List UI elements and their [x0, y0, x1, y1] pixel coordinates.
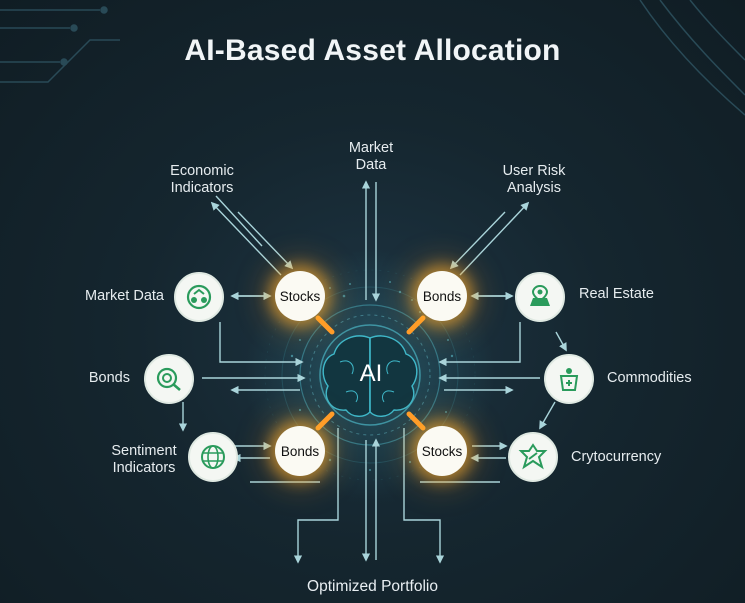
node-label-line: Indicators	[112, 460, 176, 476]
real-estate-icon	[530, 284, 550, 306]
asset-bonds-bottom: Bonds	[275, 426, 325, 476]
cryptocurrency-node	[508, 432, 558, 482]
page-title: AI-Based Asset Allocation	[184, 34, 561, 67]
input-user-risk-analysis: User Risk Analysis	[492, 163, 576, 197]
input-label-line: Indicators	[170, 180, 234, 196]
asset-bonds-top: Bonds	[417, 271, 467, 321]
sentiment-node	[188, 432, 238, 482]
market-data-icon	[186, 284, 212, 310]
input-label-line: Economic	[170, 163, 234, 179]
node-label-bonds: Bonds	[88, 370, 130, 386]
globe-icon	[201, 445, 225, 469]
node-label-market-data: Market Data	[85, 288, 164, 304]
asset-stocks-bottom: Stocks	[417, 426, 467, 476]
flow-arrows	[178, 180, 567, 564]
real-estate-node	[515, 272, 565, 322]
input-label-line: User Risk	[502, 163, 566, 179]
output-label: Optimized Portfolio	[307, 578, 438, 595]
asset-connectors	[315, 315, 426, 431]
node-label-cryptocurrency: Crytocurrency	[571, 449, 662, 465]
input-label-line: Data	[355, 157, 387, 173]
bonds-node	[144, 354, 194, 404]
input-market-data: Market Data	[332, 140, 410, 174]
input-label-line: Analysis	[507, 180, 561, 196]
node-label-line: Sentiment	[111, 443, 177, 459]
input-label-line: Market	[348, 140, 394, 156]
circuit-decoration	[0, 0, 745, 116]
asset-stocks-top: Stocks	[275, 271, 325, 321]
commodities-node	[544, 354, 594, 404]
node-label-sentiment-indicators: Sentiment Indicators	[104, 443, 184, 477]
input-economic-indicators: Economic Indicators	[157, 163, 247, 197]
bonds-icon	[156, 367, 181, 391]
node-label-commodities: Commodities	[607, 370, 692, 386]
node-label-real-estate: Real Estate	[579, 286, 654, 302]
market-data-node	[174, 272, 224, 322]
brain-icon	[322, 335, 418, 417]
commodities-icon	[559, 368, 579, 391]
cryptocurrency-icon	[518, 443, 548, 470]
ai-core-label: AI	[359, 360, 383, 387]
